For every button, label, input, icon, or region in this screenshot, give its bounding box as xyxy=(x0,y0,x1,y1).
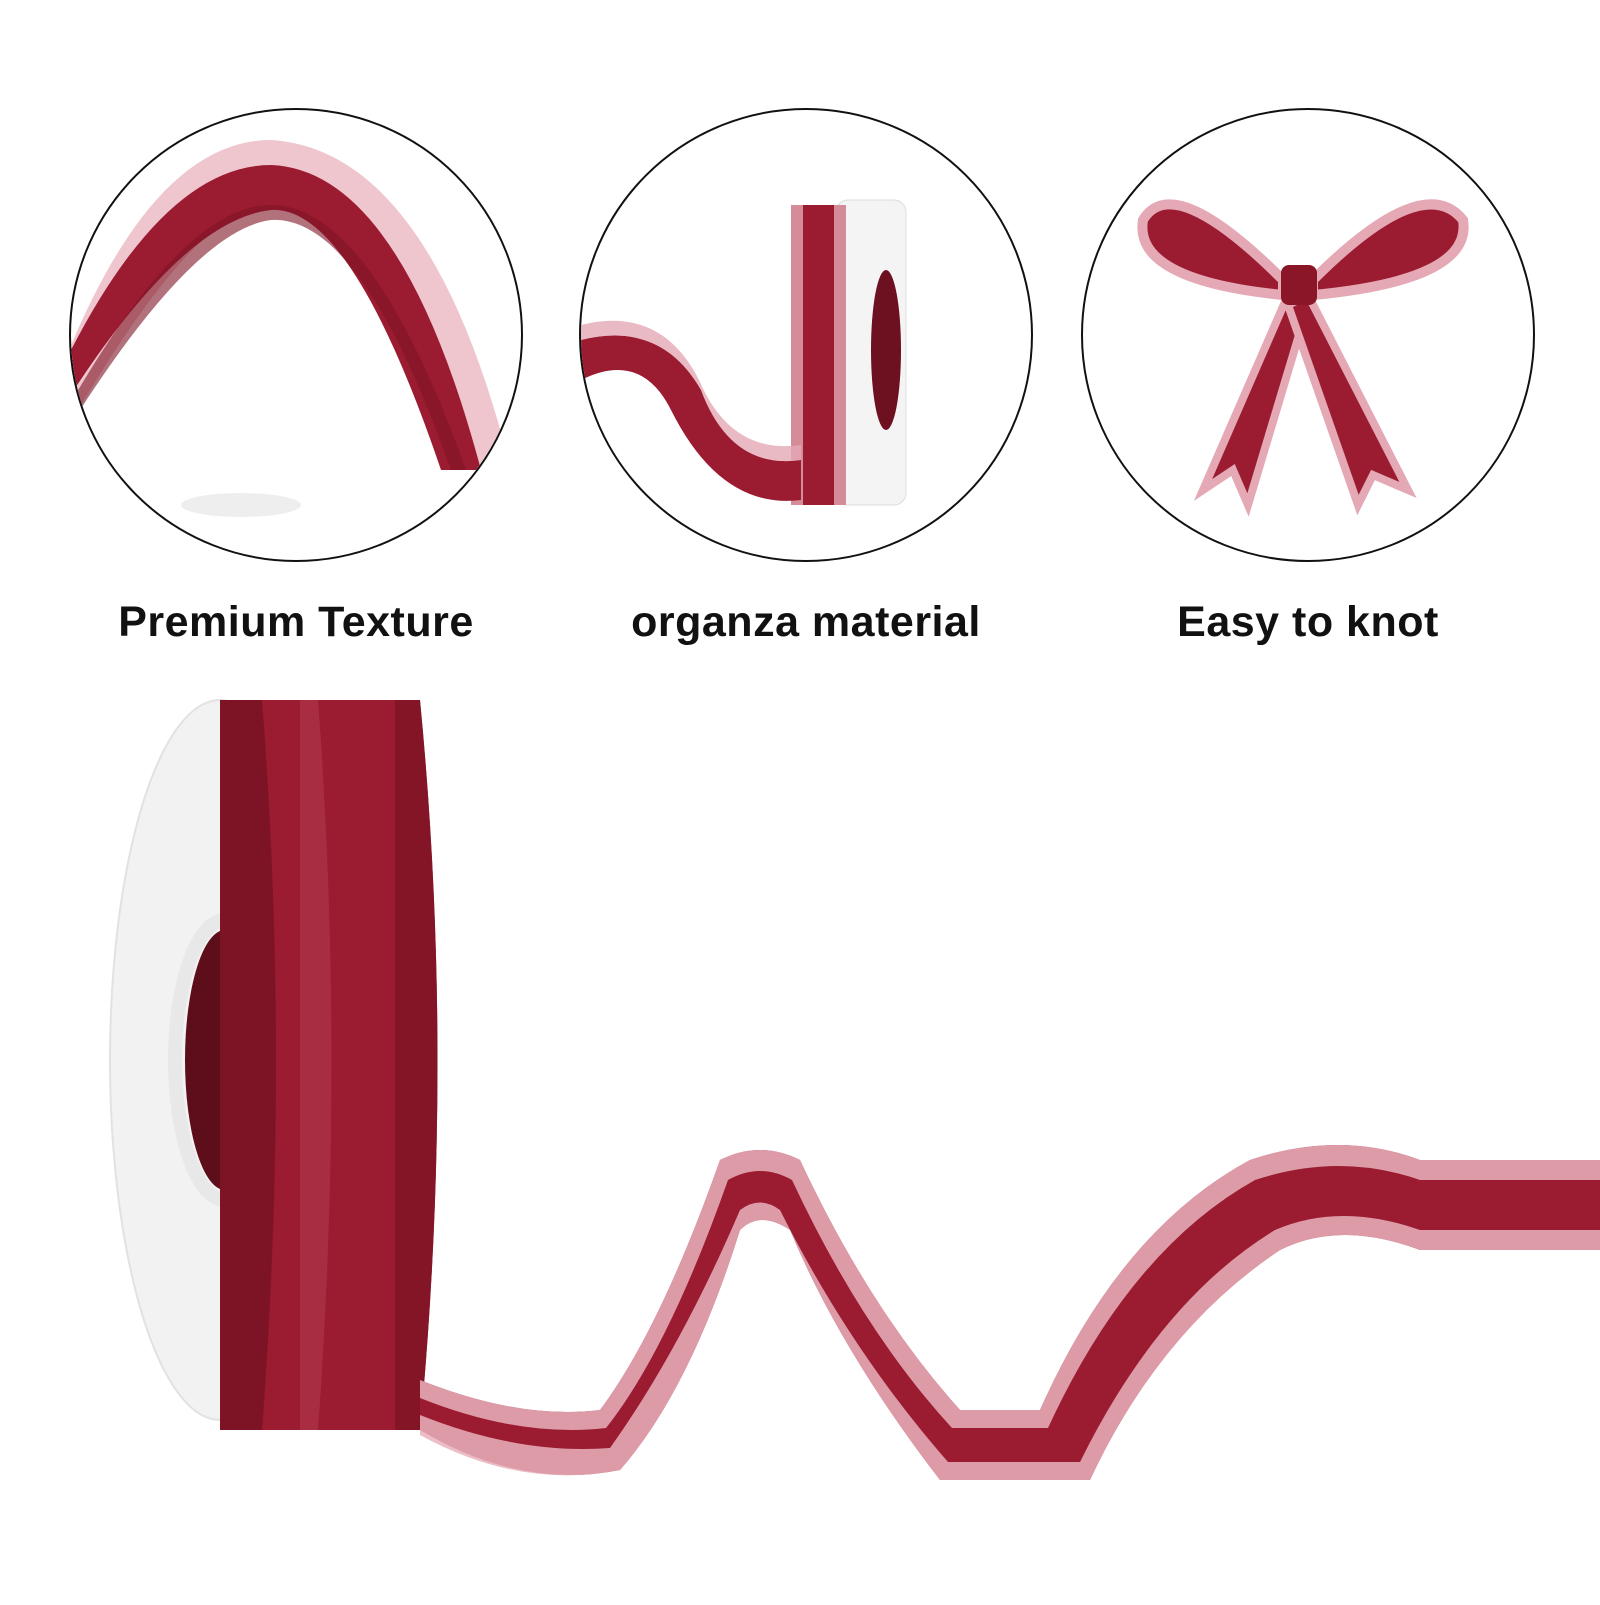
feature-easy-to-knot: Easy to knot xyxy=(1080,108,1536,647)
caption-easy-to-knot: Easy to knot xyxy=(1177,598,1439,646)
caption-premium-texture: Premium Texture xyxy=(118,598,474,646)
feature-premium-texture: Premium Texture xyxy=(68,108,524,647)
hero-ribbon-spool-image xyxy=(0,690,1600,1600)
organza-material-image xyxy=(579,108,1033,562)
premium-texture-image xyxy=(69,108,523,562)
caption-organza-material: organza material xyxy=(631,598,981,646)
easy-to-knot-image xyxy=(1081,108,1535,562)
feature-organza-material: organza material xyxy=(578,108,1034,647)
